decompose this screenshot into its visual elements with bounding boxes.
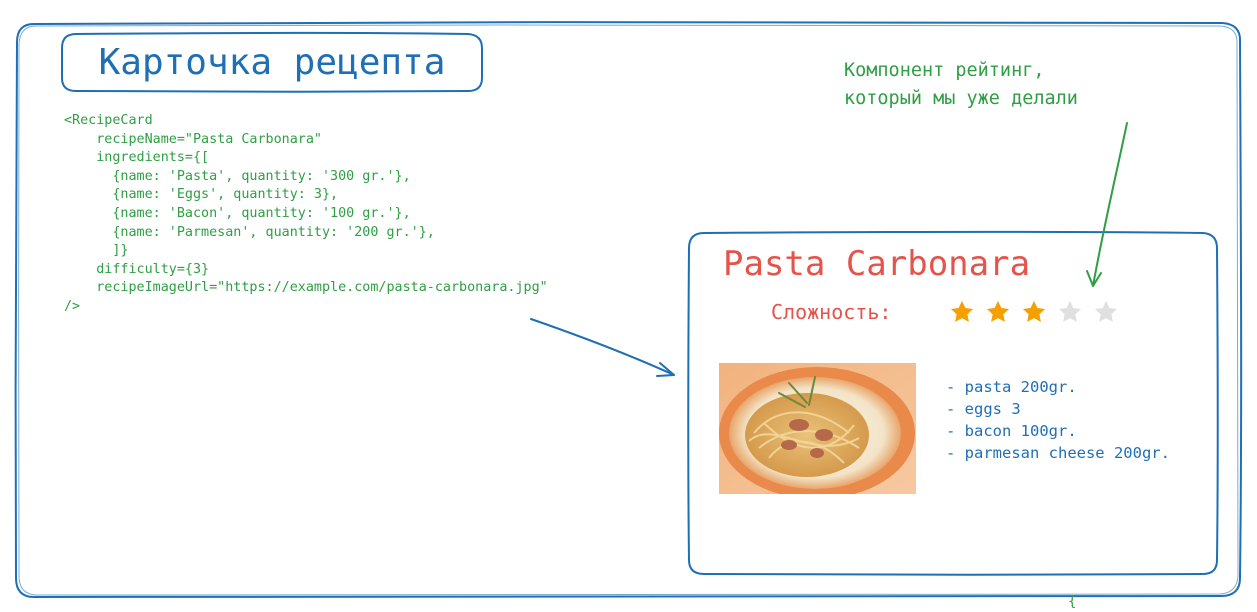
list-item: - parmesan cheese 200gr. [946, 444, 1170, 462]
code-line: recipeName="Pasta Carbonara" [64, 131, 322, 147]
star-icon [1058, 300, 1082, 322]
rating-stars [948, 298, 1120, 326]
list-item: - bacon 100gr. [946, 422, 1077, 440]
code-line: ingredients={[ [64, 150, 210, 166]
star-icon [1022, 300, 1046, 322]
code-to-card-arrow [530, 318, 675, 376]
heading-box: Карточка рецепта [62, 33, 482, 91]
list-item: - pasta 200gr. [946, 378, 1077, 396]
code-line: {name: 'Eggs', quantity: 3}, [64, 187, 339, 203]
list-item: - eggs 3 [946, 400, 1021, 418]
code-snippet: <RecipeCard recipeName="Pasta Carbonara"… [64, 112, 548, 317]
rating-annotation: Компонент рейтинг, который мы уже делали [844, 57, 1078, 113]
code-line: {name: 'Pasta', quantity: '300 gr.'}, [64, 168, 411, 184]
star-icon [950, 300, 974, 322]
code-line: recipeImageUrl="https://example.com/past… [64, 280, 548, 296]
star-icon [986, 300, 1010, 322]
stray-brace: { [1068, 594, 1077, 610]
code-line: difficulty={3} [64, 261, 210, 277]
ingredient-list: - pasta 200gr. - eggs 3 - bacon 100gr. -… [946, 376, 1170, 464]
code-line: ]} [64, 243, 129, 259]
star-icon [1094, 300, 1118, 322]
recipe-photo [719, 363, 916, 494]
annotation-arrow [1092, 122, 1128, 287]
difficulty-label: Сложность: [771, 300, 892, 324]
code-line: {name: 'Bacon', quantity: '100 gr.'}, [64, 205, 411, 221]
code-line: /> [64, 298, 81, 314]
code-line: {name: 'Parmesan', quantity: '200 gr.'}, [64, 224, 435, 240]
recipe-name: Pasta Carbonara [723, 244, 1031, 284]
code-line: <RecipeCard [64, 113, 153, 128]
page-title: Карточка рецепта [98, 41, 446, 83]
annotation-line: Компонент рейтинг, [844, 60, 1045, 81]
annotation-line: который мы уже делали [844, 88, 1078, 109]
